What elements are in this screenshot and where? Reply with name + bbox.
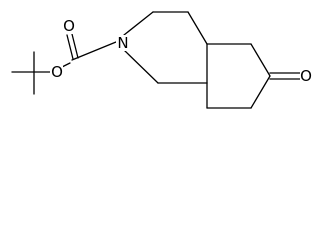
ketone-oxygen-label: O [300,67,312,85]
bond-c5-to-c6 [250,43,271,77]
nitrogen-atom: N [116,34,130,52]
bond-carbonyl-double-b [71,33,79,59]
bond-ether-oxygen-to-carbonyl-carbon [61,62,71,68]
bond-c1-to-n [123,49,159,84]
structure-diagram: O O N O [11,11,313,109]
ether-oxygen-atom: O [50,63,63,81]
nitrogen-label: N [117,34,128,52]
bond-c6-to-c7 [250,75,271,109]
ketone-oxygen-atom: O [300,67,313,85]
bond-n-to-c3 [123,11,154,36]
bond-c4-to-c4a [187,11,208,45]
carbonyl-oxygen-atom: O [62,17,75,35]
bond-carbonyl-double-a [66,34,74,60]
bond-carbonyl-carbon-to-nitrogen [71,41,117,61]
ether-oxygen-label: O [51,63,63,81]
carbonyl-oxygen-label: O [63,17,75,35]
